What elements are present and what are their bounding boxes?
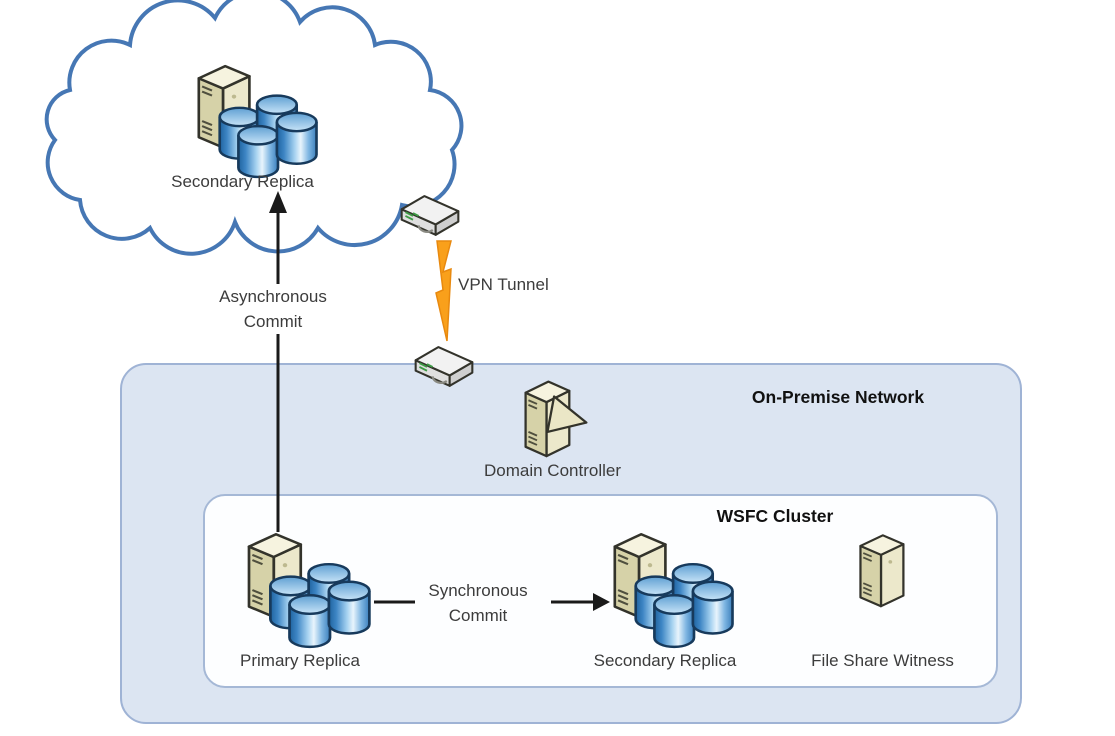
- onprem-vpn-gateway-router-icon: [414, 345, 474, 387]
- domain-controller-label: Domain Controller: [484, 461, 621, 480]
- cloud-secondary-replica-label: Secondary Replica: [171, 172, 314, 191]
- primary-replica-label: Primary Replica: [240, 651, 360, 670]
- file-share-witness-server-icon: [859, 534, 905, 608]
- on-premise-network-title: On-Premise Network: [751, 387, 925, 407]
- file-share-witness-label: File Share Witness: [811, 651, 954, 670]
- cloud-vpn-gateway-router-icon: [400, 194, 460, 236]
- domain-controller-icon: [518, 376, 594, 458]
- async-commit-label: Asynchronous Commit: [202, 284, 344, 334]
- primary-replica-icon: [240, 528, 375, 650]
- sync-commit-label: Synchronous Commit: [428, 581, 528, 625]
- wsfc-secondary-replica-label: Secondary Replica: [593, 651, 737, 670]
- vpn-lightning-bolt-icon: [435, 240, 452, 342]
- wsfc-cluster-title: WSFC Cluster: [716, 506, 834, 526]
- wsfc-secondary-replica-icon: [606, 528, 738, 650]
- vpn-tunnel-label: VPN Tunnel: [458, 275, 549, 294]
- cloud-secondary-replica-icon: [190, 60, 322, 180]
